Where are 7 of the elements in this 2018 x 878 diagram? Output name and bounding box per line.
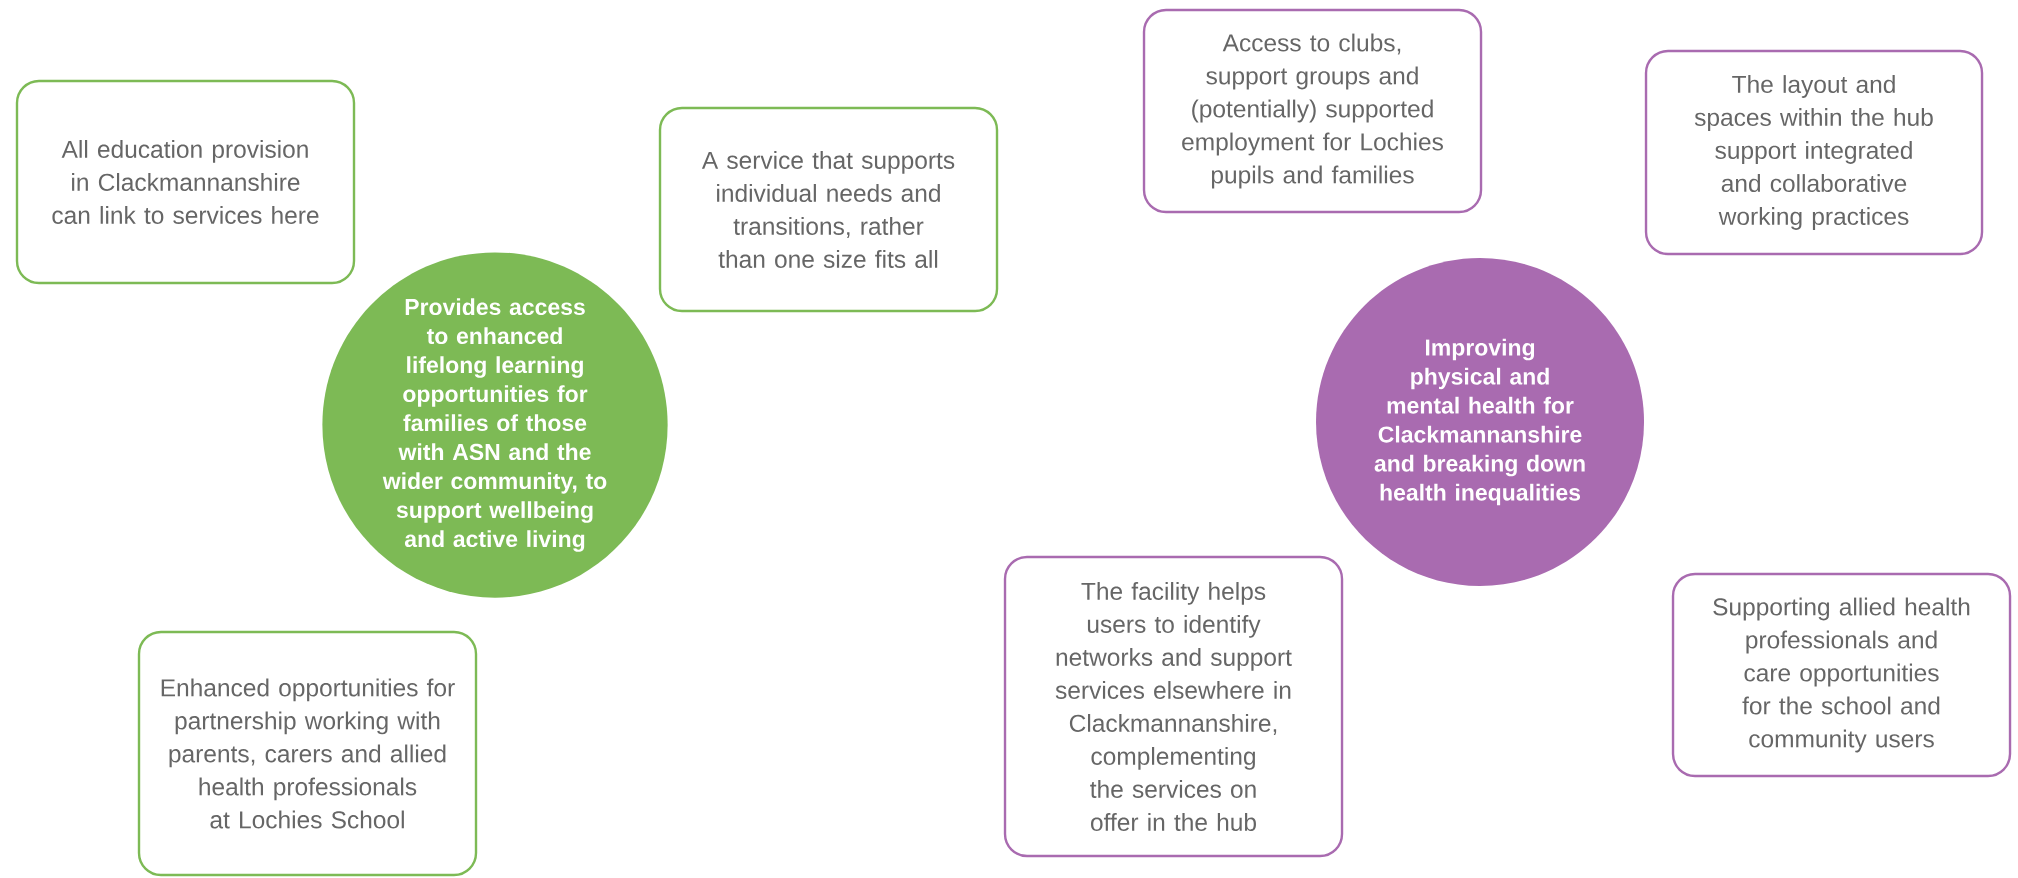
- text-box: Enhanced opportunities for partnership working with parents, carers and allied health professionals at Lochies School: [137, 630, 478, 877]
- text-box: Supporting allied health professionals and care opportunities for the school and community users: [1671, 572, 2012, 778]
- text-box: The layout and spaces within the hub support integrated and collaborative working practices: [1644, 49, 1984, 256]
- text-box: All education provision in Clackmannanshire can link to services here: [15, 79, 356, 285]
- text-box: Access to clubs, support groups and (potentially) supported employment for Lochies pupils and families: [1142, 8, 1483, 214]
- text-box: A service that supports individual needs and transitions, rather than one size fits all: [658, 106, 999, 313]
- text-box: The facility helps users to identify networks and support services elsewhere in Clackmannanshire, complementing the services on offer in the hub: [1003, 555, 1344, 858]
